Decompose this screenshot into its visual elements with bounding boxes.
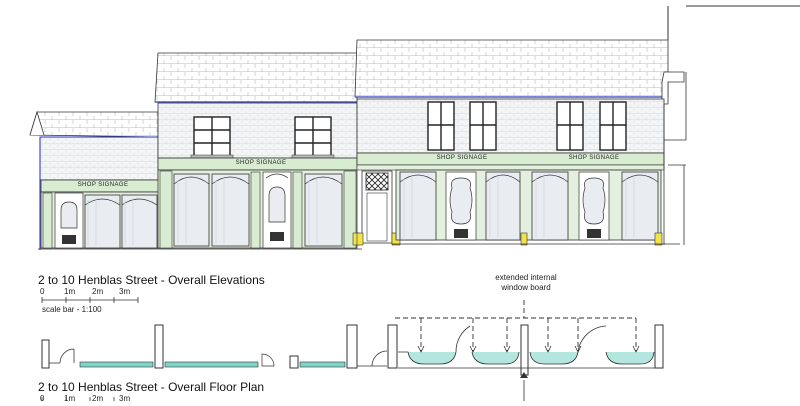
plan-scale-tick-3m: 3m [119,394,131,403]
scale-bar-elevation [41,297,139,303]
elevation-title: 2 to 10 Henblas Street - Overall Elevati… [38,273,265,287]
annotation-line-1: extended internal [495,273,557,282]
building-right [354,39,687,246]
sash-window-left [190,116,234,159]
signage-label-4: SHOP SIGNAGE [568,155,620,161]
annotation-line-2: window board [501,283,551,292]
plan-scale-tick-1m: 1m [64,394,76,403]
scale-tick-1m: 1m [64,287,76,296]
scale-bar-label: scale bar - 1:100 [42,305,102,314]
sash-window-right [291,116,335,159]
plan-scale-tick-0: 0 [40,394,45,403]
ground-line [38,243,680,250]
lattice-fanlight [365,172,389,191]
building-middle [154,52,360,249]
floor-plan [41,300,664,401]
scale-tick-0: 0 [40,287,45,296]
signage-label-1: SHOP SIGNAGE [77,182,129,188]
upper-window-3 [556,101,584,151]
scale-tick-2m: 2m [92,287,104,296]
scale-bar-plan [41,397,115,401]
frame-line [667,5,800,40]
floor-plan-title: 2 to 10 Henblas Street - Overall Floor P… [38,380,265,394]
scale-tick-3m: 3m [119,287,131,296]
upper-window-1 [427,101,455,151]
plan-scale-tick-2m: 2m [92,394,104,403]
upper-window-4 [599,101,627,151]
upper-window-2 [469,101,497,151]
signage-label-3: SHOP SIGNAGE [436,155,488,161]
building-left [29,110,160,250]
signage-label-2: SHOP SIGNAGE [235,160,287,166]
